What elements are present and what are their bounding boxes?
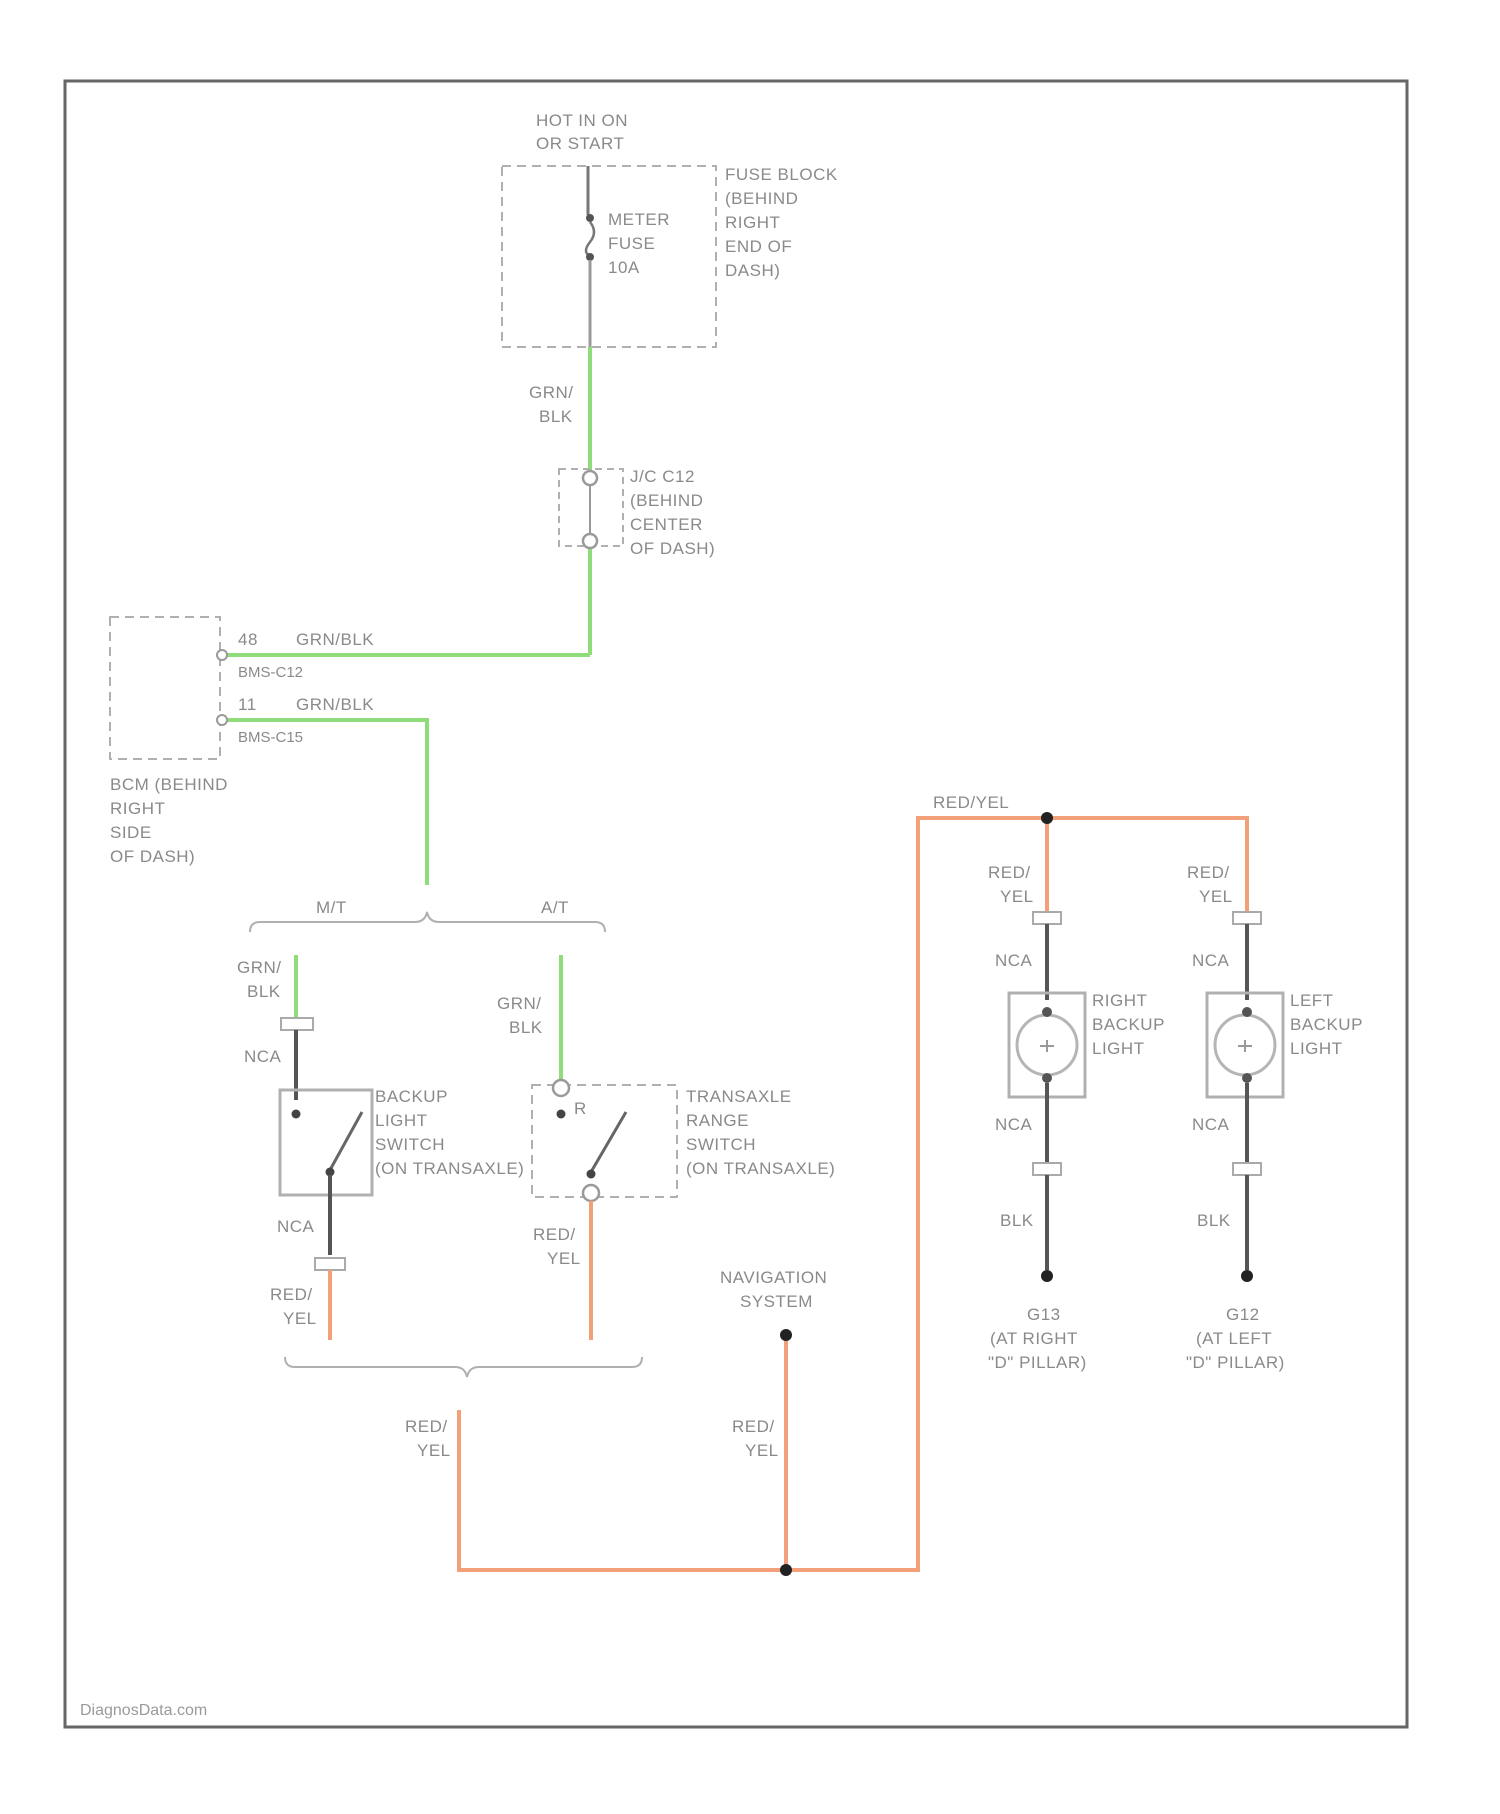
bcm-label-line2: RIGHT	[110, 799, 165, 818]
left-lamp-wire-line1: RED/	[1187, 863, 1230, 882]
right-ground-label-line1: G13	[1027, 1305, 1061, 1324]
jc-wire-label-line1: GRN/	[529, 383, 574, 402]
lamp-feed-wire-label: RED/YEL	[933, 793, 1009, 812]
jc-label-line3: CENTER	[630, 515, 703, 534]
left-lamp-nca-top: NCA	[1192, 951, 1230, 970]
bcm-pin2-wire: GRN/BLK	[296, 695, 374, 714]
at-wire-label-line2: BLK	[509, 1018, 543, 1037]
left-ground-label-line2: (AT LEFT	[1196, 1329, 1272, 1348]
merge-wire-line2: YEL	[417, 1441, 451, 1460]
left-lamp-wire-line2: YEL	[1199, 887, 1233, 906]
right-lamp-ground-wire: BLK	[1000, 1211, 1034, 1230]
fuse-block-label-line5: DASH)	[725, 261, 780, 280]
mt-nca-label: NCA	[244, 1047, 282, 1066]
mt-wire-label-line1: GRN/	[237, 958, 282, 977]
right-lamp-nca-bottom: NCA	[995, 1115, 1033, 1134]
fuse-block-label-line3: RIGHT	[725, 213, 780, 232]
mt-out-wire-line2: YEL	[283, 1309, 317, 1328]
mt-label: M/T	[316, 898, 347, 917]
at-switch-label-line3: SWITCH	[686, 1135, 756, 1154]
bcm-pin2-connector: BMS-C15	[238, 729, 303, 746]
mt-wire-label-line2: BLK	[247, 982, 281, 1001]
fuse-block	[502, 166, 716, 347]
fuse-block-dashed-box	[502, 166, 716, 347]
right-lamp-wire-line2: YEL	[1000, 887, 1034, 906]
nav-terminal	[780, 1329, 792, 1341]
jc-label-line2: (BEHIND	[630, 491, 703, 510]
bcm-pin1: 48	[238, 630, 258, 649]
transmission-brace-bottom	[285, 1357, 642, 1377]
fuse-label-line1: METER	[608, 210, 670, 229]
mt-switch-label-line3: SWITCH	[375, 1135, 445, 1154]
at-switch-label-line2: RANGE	[686, 1111, 749, 1130]
at-out-wire-line1: RED/	[533, 1225, 576, 1244]
fuse-terminal-top	[586, 214, 594, 222]
watermark: DiagnosData.com	[80, 1702, 207, 1719]
at-switch-label-line1: TRANSAXLE	[686, 1087, 792, 1106]
merge-wire-line1: RED/	[405, 1417, 448, 1436]
left-lamp-label-line3: LIGHT	[1290, 1039, 1343, 1058]
right-lamp-label-line3: LIGHT	[1092, 1039, 1145, 1058]
junction-connector-c12	[559, 469, 623, 548]
left-lamp-ground-wire: BLK	[1197, 1211, 1231, 1230]
fuse-block-label-line2: (BEHIND	[725, 189, 798, 208]
bcm-pin1-wire: GRN/BLK	[296, 630, 374, 649]
jc-label-line1: J/C C12	[630, 467, 695, 486]
jc-label-line4: OF DASH)	[630, 539, 715, 558]
fuse-label-line2: FUSE	[608, 234, 655, 253]
fuse-label-line3: 10A	[608, 258, 640, 277]
bcm-pin1-connector: BMS-C12	[238, 664, 303, 681]
right-ground-label-line3: "D" PILLAR)	[988, 1353, 1087, 1372]
splice-top	[1041, 812, 1053, 824]
hot-label-line1: HOT IN ON	[536, 111, 628, 130]
mt-switch-label-line2: LIGHT	[375, 1111, 428, 1130]
left-ground-label-line3: "D" PILLAR)	[1186, 1353, 1285, 1372]
splice-bottom	[780, 1564, 792, 1576]
fuse-block-label-line1: FUSE BLOCK	[725, 165, 838, 184]
mt-switch-label-line4: (ON TRANSAXLE)	[375, 1159, 524, 1178]
fuse-terminal-bottom	[586, 253, 594, 261]
right-ground-label-line2: (AT RIGHT	[990, 1329, 1078, 1348]
bcm-module	[110, 617, 227, 759]
at-range-switch	[532, 1080, 677, 1340]
orange-wires	[459, 818, 1247, 1570]
nav-wire-line2: YEL	[745, 1441, 779, 1460]
mt-out-nca-label: NCA	[277, 1217, 315, 1236]
at-switch-label-line4: (ON TRANSAXLE)	[686, 1159, 835, 1178]
left-lamp-nca-bottom: NCA	[1192, 1115, 1230, 1134]
meter-fuse-symbol	[586, 222, 594, 256]
at-pin-label: R	[574, 1099, 587, 1118]
at-label: A/T	[541, 898, 569, 917]
right-lamp-label-line2: BACKUP	[1092, 1015, 1165, 1034]
mt-switch-label-line1: BACKUP	[375, 1087, 448, 1106]
left-lamp-label-line2: BACKUP	[1290, 1015, 1363, 1034]
left-ground-label-line1: G12	[1226, 1305, 1260, 1324]
nav-wire-line1: RED/	[732, 1417, 775, 1436]
at-out-wire-line2: YEL	[547, 1249, 581, 1268]
jc-wire-label-line2: BLK	[539, 407, 573, 426]
right-lamp-wire-line1: RED/	[988, 863, 1031, 882]
left-lamp-label-line1: LEFT	[1290, 991, 1334, 1010]
fuse-block-label-line4: END OF	[725, 237, 792, 256]
mt-out-wire-line1: RED/	[270, 1285, 313, 1304]
right-lamp-nca-top: NCA	[995, 951, 1033, 970]
hot-label-line2: OR START	[536, 134, 624, 153]
right-lamp-label-line1: RIGHT	[1092, 991, 1147, 1010]
at-wire-label-line1: GRN/	[497, 994, 542, 1013]
bcm-pin2: 11	[238, 695, 257, 714]
bcm-label-line3: SIDE	[110, 823, 152, 842]
bcm-label-line1: BCM (BEHIND	[110, 775, 228, 794]
nav-label-line1: NAVIGATION	[720, 1268, 827, 1287]
bcm-label-line4: OF DASH)	[110, 847, 195, 866]
nav-label-line2: SYSTEM	[740, 1292, 813, 1311]
